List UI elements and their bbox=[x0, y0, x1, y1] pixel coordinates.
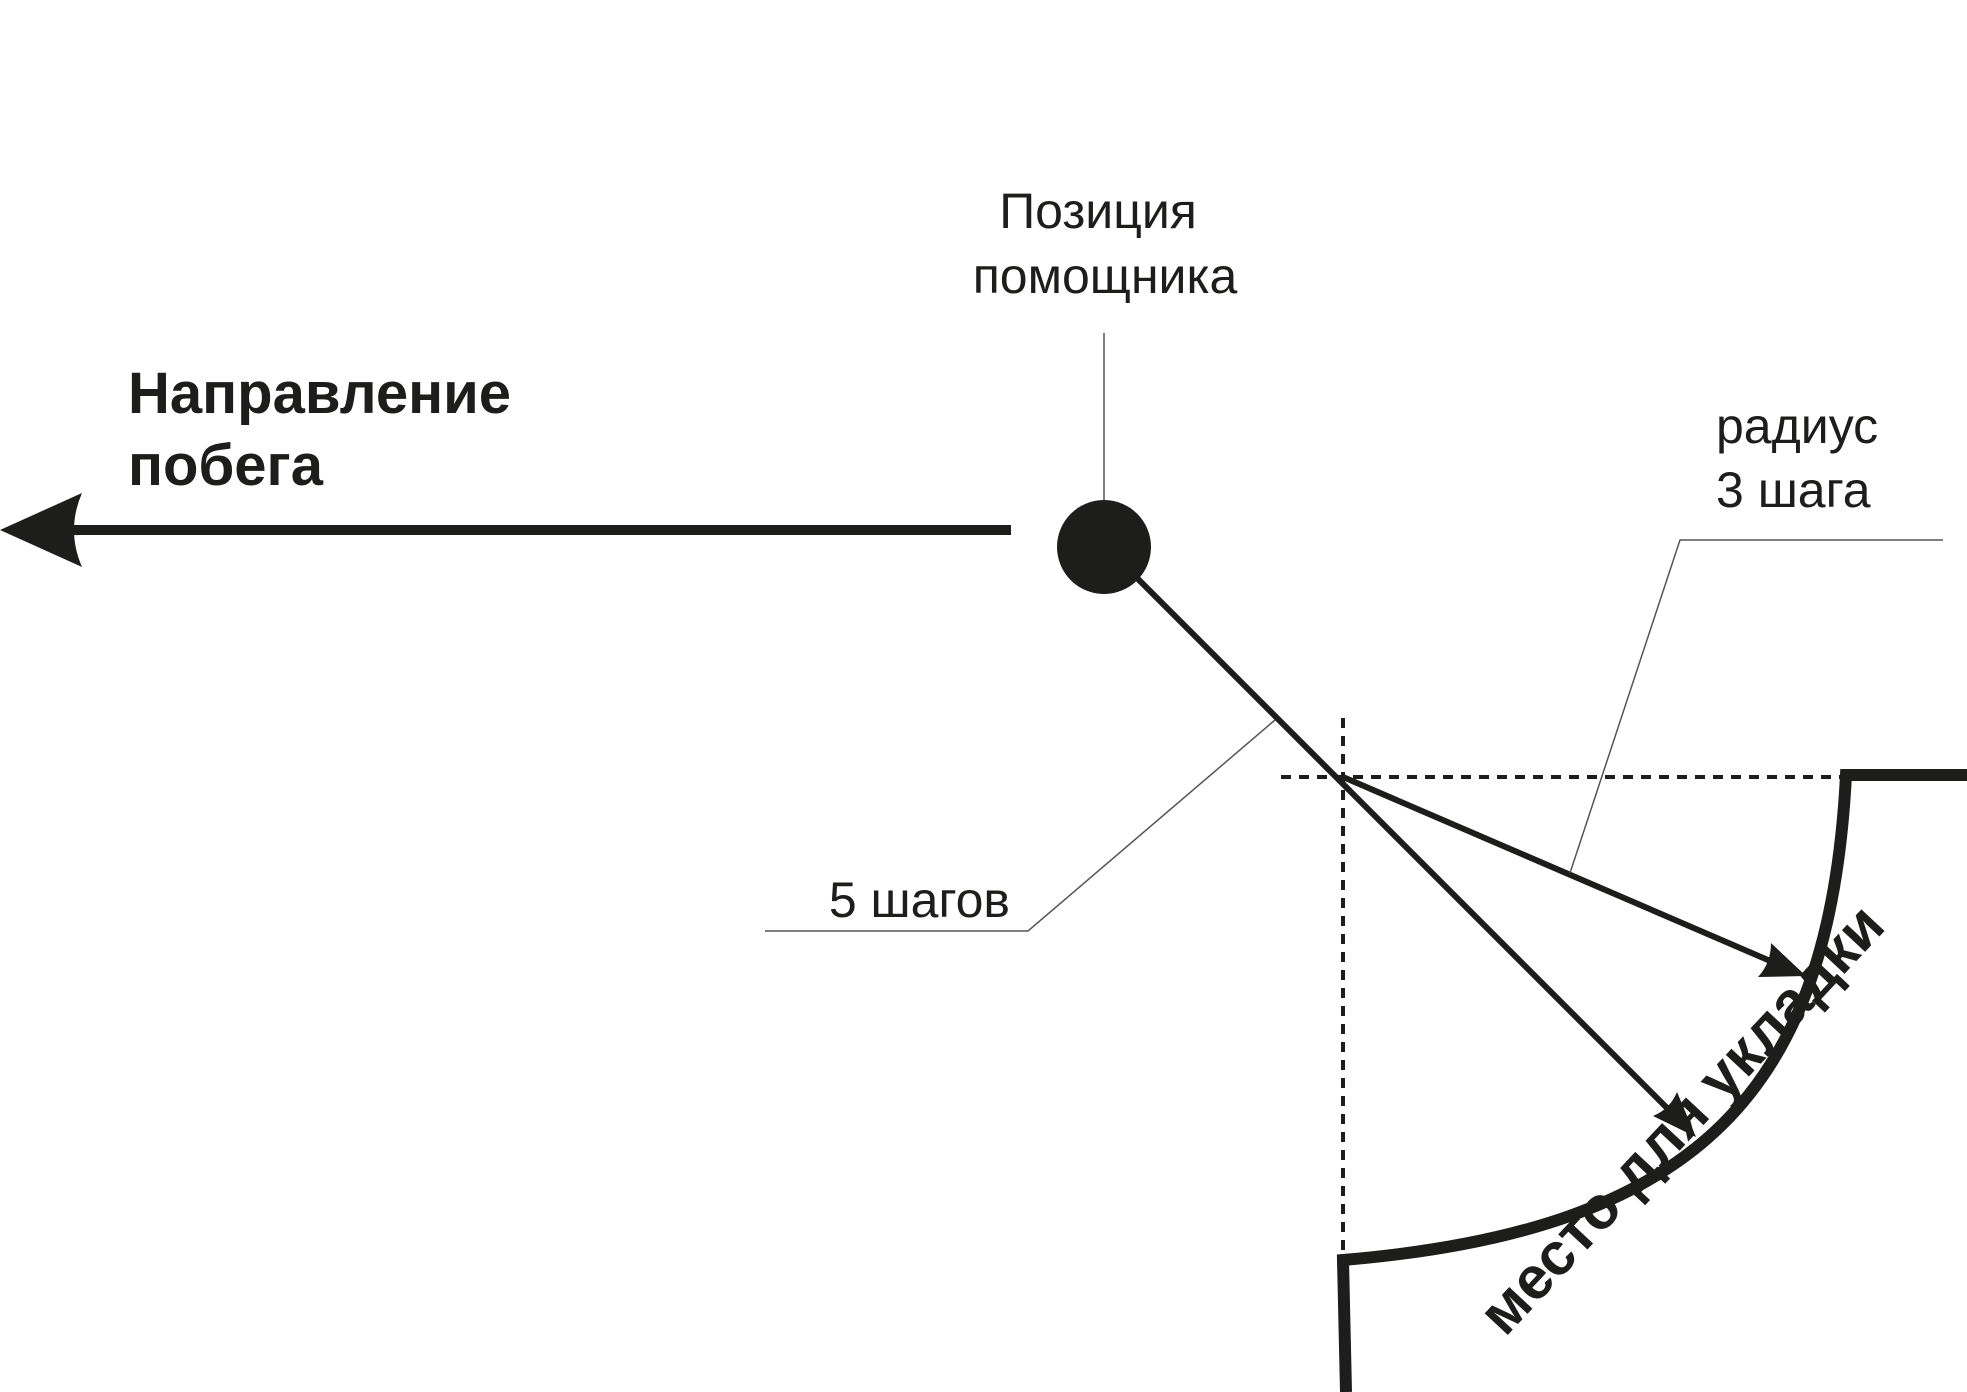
laying-place-label: место для укладки bbox=[1466, 891, 1897, 1347]
five-steps-arrow bbox=[1133, 574, 1696, 1137]
five-steps-label: 5 шагов bbox=[829, 872, 1010, 928]
laying-place-boundary bbox=[1336, 769, 1967, 1392]
radius-label-line-2: 3 шага bbox=[1716, 462, 1871, 518]
five-steps-shaft bbox=[1133, 574, 1681, 1122]
radius-arrow-shaft bbox=[1341, 774, 1784, 969]
escape-direction-arrow bbox=[0, 493, 1011, 567]
helper-label-line-1: Позиция bbox=[999, 183, 1197, 239]
radius-arrow bbox=[1341, 774, 1806, 977]
escape-label-line-1: Направление bbox=[128, 361, 511, 426]
helper-position-label: Позиция помощника bbox=[973, 183, 1238, 304]
radius-arrow-head bbox=[1758, 943, 1806, 977]
five-steps-leader-line bbox=[765, 719, 1276, 932]
radius-label-line-1: радиус bbox=[1716, 398, 1878, 454]
escape-arrow-head bbox=[0, 493, 82, 567]
radius-leader-line bbox=[1569, 539, 1943, 874]
helper-position-dot bbox=[1057, 500, 1151, 594]
escape-direction-label: Направление побега bbox=[128, 361, 527, 498]
escape-label-line-2: побега bbox=[128, 433, 324, 498]
five-steps-arrow-head bbox=[1653, 1092, 1696, 1137]
helper-label-line-2: помощника bbox=[973, 248, 1238, 304]
radius-label: радиус 3 шага bbox=[1716, 398, 1892, 518]
